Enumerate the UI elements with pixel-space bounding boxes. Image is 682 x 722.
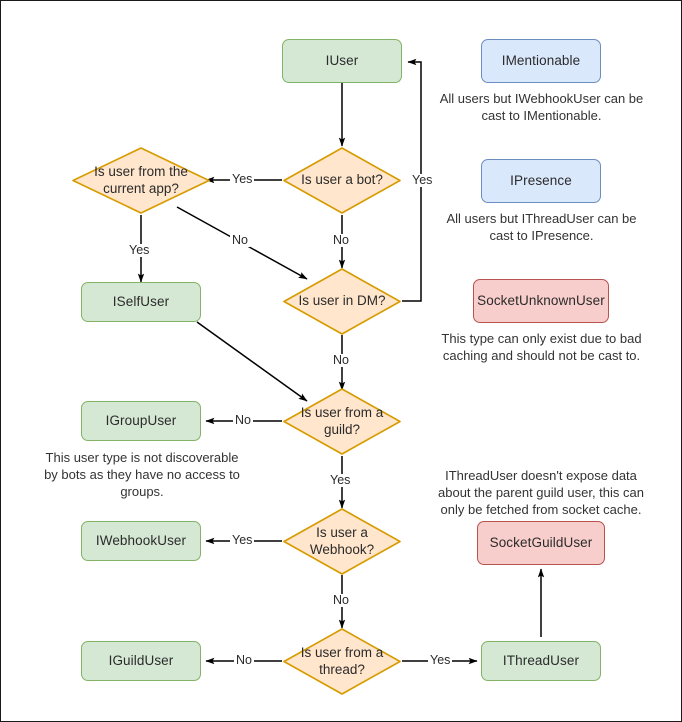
node-is-from-current-app[interactable]: Is user from the current app? <box>71 146 211 215</box>
edge-label-thread-yes: Yes <box>428 653 453 667</box>
edge-label-webhook-no: No <box>331 593 351 607</box>
node-ithreaduser-label: IThreadUser <box>502 652 580 668</box>
note-socketunknownuser: This type can only exist due to bad cach… <box>441 331 642 364</box>
node-igroupuser[interactable]: IGroupUser <box>81 401 201 441</box>
node-is-bot-label: Is user a bot? <box>301 172 383 188</box>
edge-label-guild-no: No <box>233 413 253 427</box>
node-iuser[interactable]: IUser <box>282 39 402 83</box>
note-socketguilduser: IThreadUser doesn't expose data about th… <box>438 468 644 518</box>
node-is-in-dm-label: Is user in DM? <box>298 293 386 309</box>
node-is-from-thread-label: Is user from a thread? <box>300 644 384 677</box>
node-iselfuser[interactable]: ISelfUser <box>81 282 201 322</box>
node-is-from-guild[interactable]: Is user from a guild? <box>282 387 402 456</box>
node-ithreaduser[interactable]: IThreadUser <box>481 641 601 681</box>
node-socketguilduser[interactable]: SocketGuildUser <box>477 521 605 565</box>
node-iuser-label: IUser <box>325 52 359 68</box>
edge-label-guild-yes: Yes <box>328 473 353 487</box>
edge-label-dm-no: No <box>331 353 351 367</box>
node-is-from-current-app-label: Is user from the current app? <box>94 163 188 196</box>
node-socketunknownuser-label: SocketUnknownUser <box>477 292 605 308</box>
edge-label-currentapp-yes: Yes <box>127 243 152 257</box>
edge-label-webhook-yes: Yes <box>230 533 255 547</box>
node-ipresence[interactable]: IPresence <box>481 159 601 203</box>
edge-label-thread-no: No <box>234 653 254 667</box>
node-imentionable[interactable]: IMentionable <box>481 39 601 83</box>
node-iguilduser[interactable]: IGuildUser <box>81 641 201 681</box>
node-imentionable-label: IMentionable <box>501 52 581 68</box>
node-is-from-thread[interactable]: Is user from a thread? <box>282 627 402 696</box>
node-iselfuser-label: ISelfUser <box>112 293 170 309</box>
note-igroupuser: This user type is not discoverable by bo… <box>44 450 240 500</box>
node-is-in-dm[interactable]: Is user in DM? <box>282 267 402 336</box>
note-ipresence: All users but IThreadUser can be cast to… <box>446 211 637 244</box>
node-is-webhook-label: Is user a Webhook? <box>309 524 375 557</box>
note-imentionable: All users but IWebhookUser can be cast t… <box>439 91 644 124</box>
edge-label-currentapp-no: No <box>230 233 250 247</box>
node-is-from-guild-label: Is user from a guild? <box>300 404 384 437</box>
node-is-webhook[interactable]: Is user a Webhook? <box>282 507 402 576</box>
node-igroupuser-label: IGroupUser <box>105 412 177 428</box>
node-iwebhookuser-label: IWebhookUser <box>95 532 187 548</box>
edge-label-bot-yes: Yes <box>230 172 255 186</box>
node-iwebhookuser[interactable]: IWebhookUser <box>81 521 201 561</box>
node-socketunknownuser[interactable]: SocketUnknownUser <box>473 279 609 323</box>
node-iguilduser-label: IGuildUser <box>108 652 174 668</box>
node-is-bot[interactable]: Is user a bot? <box>282 146 402 215</box>
edge-label-dm-yes: Yes <box>410 173 435 187</box>
edge-label-bot-no: No <box>331 233 351 247</box>
node-socketguilduser-label: SocketGuildUser <box>489 534 593 550</box>
node-ipresence-label: IPresence <box>510 172 572 188</box>
